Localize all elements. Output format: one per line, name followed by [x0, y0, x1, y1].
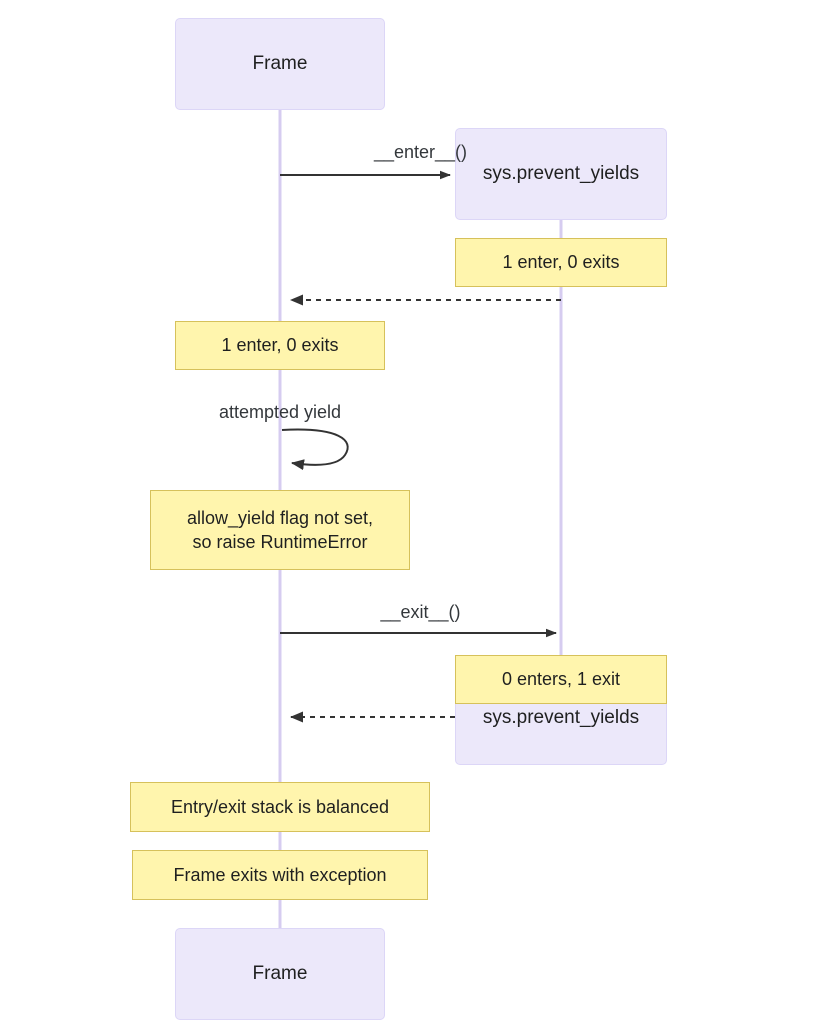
- message-label-exit: __exit__(): [280, 602, 561, 623]
- note-right-exit-text: 0 enters, 1 exit: [501, 669, 621, 690]
- actor-frame-top[interactable]: Frame: [175, 18, 385, 110]
- note-right-exit: 0 enters, 1 exit: [455, 655, 667, 704]
- message-label-attempted-yield: attempted yield: [200, 402, 360, 423]
- note-frame-exception: Frame exits with exception: [132, 850, 428, 900]
- note-balanced: Entry/exit stack is balanced: [130, 782, 430, 832]
- message-label-attempted-yield-text: attempted yield: [218, 402, 342, 422]
- actor-sys-prevent-yields-top-label: sys.prevent_yields: [482, 163, 640, 184]
- note-frame-exception-text: Frame exits with exception: [173, 864, 387, 885]
- actor-sys-prevent-yields-top[interactable]: sys.prevent_yields: [455, 128, 667, 220]
- note-runtime-error: allow_yield flag not set, so raise Runti…: [150, 490, 410, 570]
- actor-frame-top-label: Frame: [252, 53, 308, 74]
- note-left-enter: 1 enter, 0 exits: [175, 321, 385, 370]
- note-right-enter: 1 enter, 0 exits: [455, 238, 667, 287]
- note-balanced-text: Entry/exit stack is balanced: [170, 796, 390, 817]
- message-label-enter: __enter__(): [280, 142, 561, 163]
- message-arrow-attempted-yield: [281, 428, 349, 471]
- note-left-enter-text: 1 enter, 0 exits: [221, 335, 339, 356]
- note-runtime-error-text: allow_yield flag not set, so raise Runti…: [186, 507, 374, 552]
- note-right-enter-text: 1 enter, 0 exits: [502, 252, 620, 273]
- message-label-exit-text: __exit__(): [380, 602, 461, 622]
- actor-sys-prevent-yields-bottom-label: sys.prevent_yields: [482, 707, 640, 728]
- message-label-enter-text: __enter__(): [373, 142, 468, 162]
- actor-frame-bottom-label: Frame: [252, 963, 308, 984]
- actor-frame-bottom[interactable]: Frame: [175, 928, 385, 1020]
